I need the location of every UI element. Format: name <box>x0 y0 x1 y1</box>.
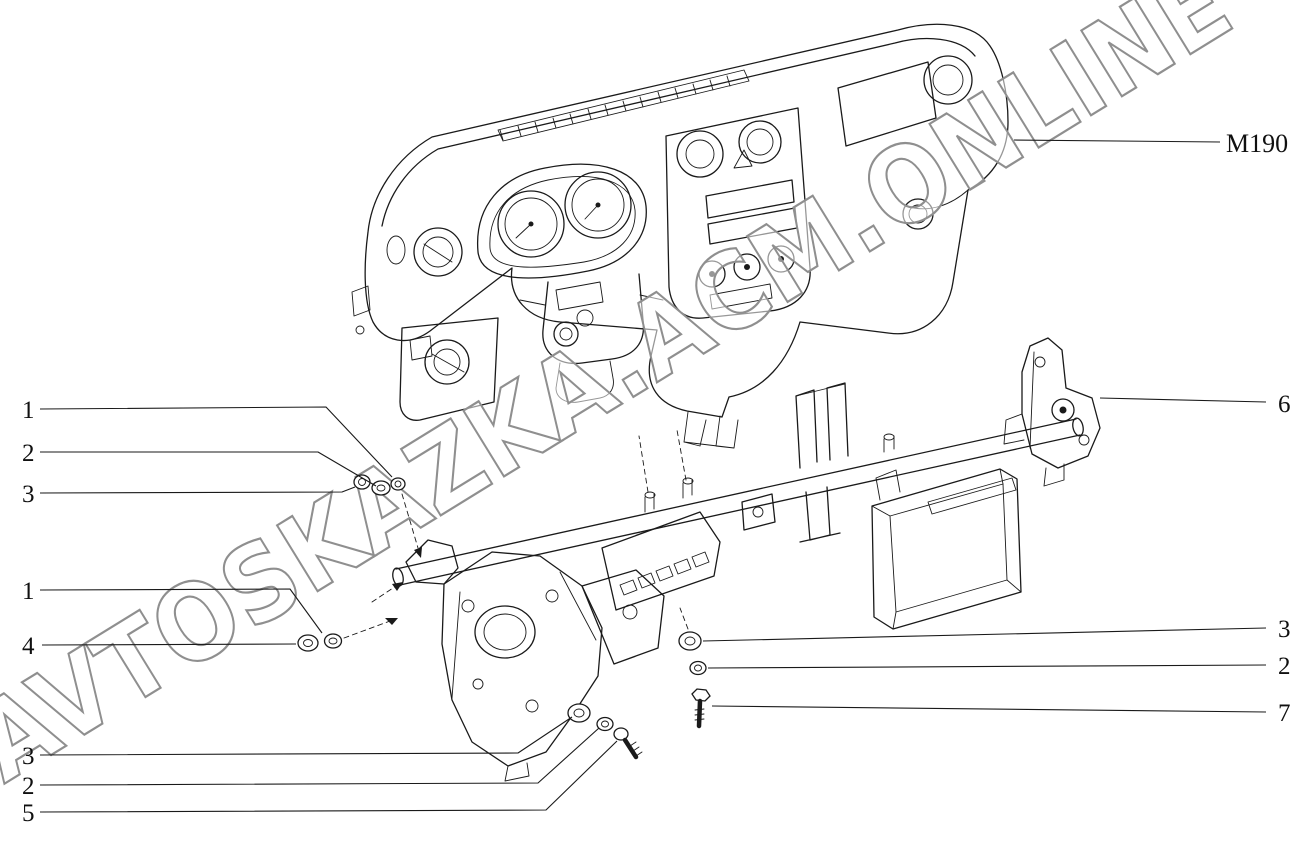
lock-washer <box>689 660 707 676</box>
leader-4 <box>41 643 297 646</box>
right-inner-frame <box>871 468 1022 630</box>
callout-left-1a: 1 <box>22 397 35 424</box>
nut <box>353 474 371 490</box>
leader-m190 <box>1013 139 1221 143</box>
right-end-bracket <box>1003 337 1101 487</box>
assembly-arrow <box>343 620 391 639</box>
bolt-head <box>691 688 711 702</box>
defroster-grille <box>497 69 750 142</box>
fastener-group-top-left <box>353 474 422 558</box>
leader-2-right <box>707 664 1267 669</box>
arrowhead <box>392 582 403 591</box>
washer <box>567 703 591 723</box>
center-stack <box>665 107 811 319</box>
driver-lower-panel <box>351 285 499 421</box>
washer <box>678 631 702 651</box>
leader-2-bottom <box>39 727 600 786</box>
bolt-threads <box>629 741 643 757</box>
washer <box>371 480 391 496</box>
callout-left-4: 4 <box>22 633 35 660</box>
bolt-threads <box>694 708 705 721</box>
callouts: 1 2 3 1 4 3 2 5 6 3 2 7 M190 <box>22 129 1291 827</box>
nut <box>390 477 406 491</box>
callout-left-2b: 2 <box>22 773 35 800</box>
callout-right-6: 6 <box>1278 391 1291 418</box>
fasteners <box>297 474 711 760</box>
callout-left-5: 5 <box>22 800 35 827</box>
assembly-arrow <box>371 585 397 603</box>
steering-column <box>519 273 664 403</box>
radio-slot <box>705 179 795 219</box>
hazard-button <box>733 149 753 169</box>
center-strap-bracket <box>795 382 849 543</box>
leader-3-bottom <box>39 716 573 756</box>
airbag-lid <box>837 61 937 147</box>
dashboard-top-edge <box>381 37 976 227</box>
bolt-head <box>613 727 629 741</box>
fastener-group-left <box>297 582 403 652</box>
lock-washer <box>596 716 614 732</box>
assembly-arrow <box>401 493 419 549</box>
bolt-shaft <box>622 737 639 760</box>
fastener-group-bottom <box>567 703 643 760</box>
callout-left-3b: 3 <box>22 743 35 770</box>
callout-left-1b: 1 <box>22 578 35 605</box>
callout-left-3a: 3 <box>22 481 35 508</box>
defroster-grille-slats <box>499 75 731 141</box>
crossbeam-tube <box>395 418 1081 586</box>
leader-lines <box>39 139 1267 813</box>
dashboard-outline <box>364 23 1009 418</box>
leader-1-mid <box>39 588 323 634</box>
callout-right-2: 2 <box>1278 653 1291 680</box>
leader-2-top <box>40 451 377 487</box>
dashboard-drawing <box>351 23 1009 493</box>
column-support-plate <box>601 477 721 611</box>
leader-3-top <box>39 486 356 494</box>
dashboard-part-number: M190 <box>1226 129 1288 158</box>
callout-right-7: 7 <box>1278 700 1291 727</box>
instrument-cluster <box>477 163 647 279</box>
leader-6 <box>1099 397 1267 403</box>
alignment-lines <box>638 429 687 493</box>
watermark: AVTOSKAZKA.ACM.ONLINE <box>0 0 1253 806</box>
callout-left-2a: 2 <box>22 440 35 467</box>
arrowhead <box>385 618 398 625</box>
callout-right-3: 3 <box>1278 616 1291 643</box>
radio-slot <box>707 207 798 245</box>
driver-side-vent <box>386 227 463 277</box>
left-mounting-bracket <box>405 539 665 782</box>
mid-beam-bracket <box>741 493 776 531</box>
fastener-group-right <box>678 607 711 729</box>
leader-7 <box>711 705 1267 713</box>
watermark-text: AVTOSKAZKA.ACM.ONLINE <box>0 0 1253 806</box>
leader-5 <box>39 740 618 813</box>
console-support-bracket <box>683 411 739 449</box>
leader-1-top <box>39 406 393 478</box>
washer <box>297 634 319 652</box>
bolt-shaft <box>696 698 703 729</box>
leader-3-right <box>702 627 1267 642</box>
arrowhead <box>414 547 422 558</box>
beam-stud <box>883 435 895 453</box>
passenger-side <box>837 55 973 230</box>
washer <box>323 633 343 649</box>
alignment-line <box>679 607 689 630</box>
